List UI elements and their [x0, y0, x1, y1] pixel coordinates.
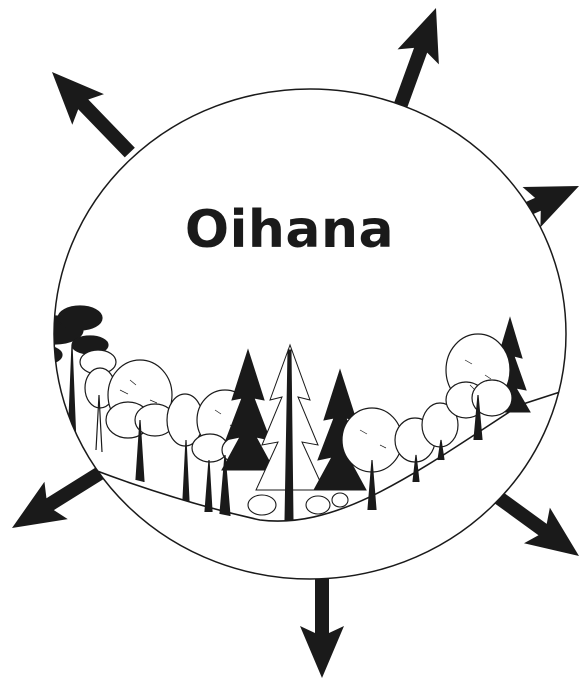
arrow-bottom-icon	[300, 566, 344, 678]
arrow-top-left-icon	[36, 57, 145, 168]
